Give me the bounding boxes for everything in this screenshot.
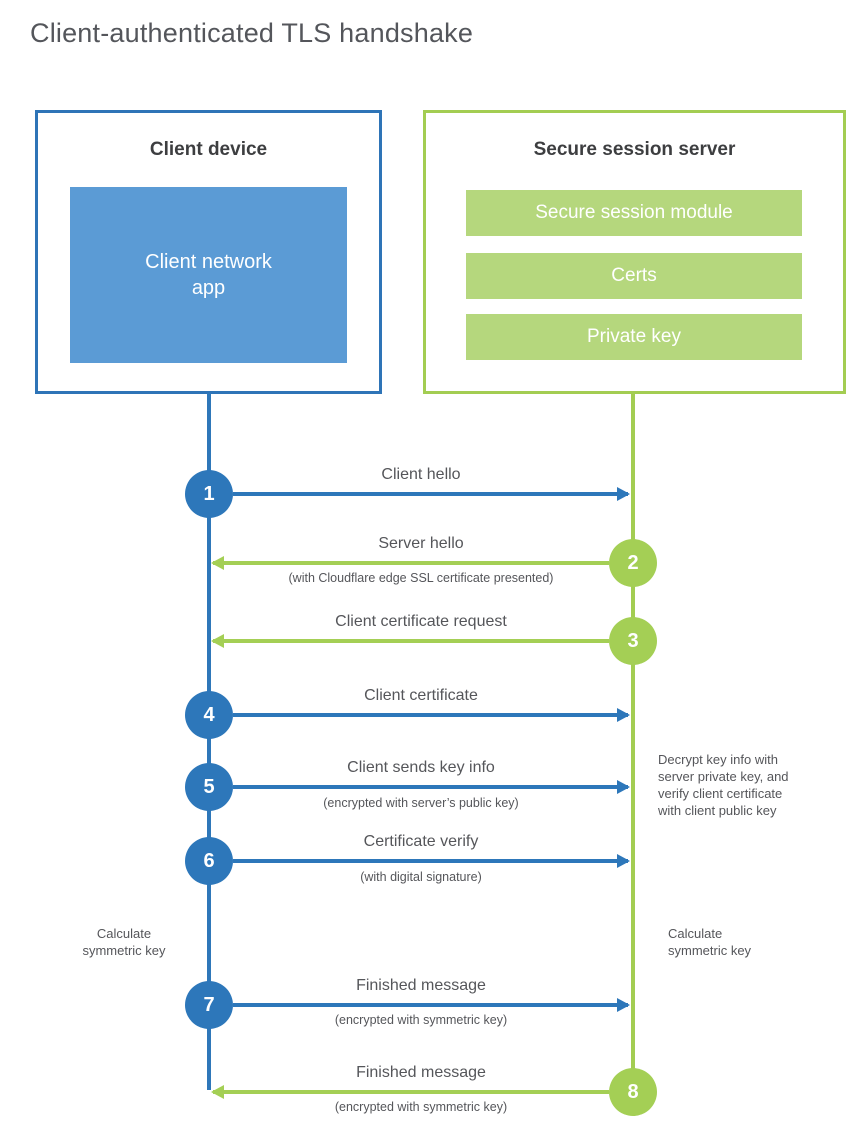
server-module-certs: Certs — [466, 253, 802, 299]
step-3-arrow — [211, 634, 609, 648]
step-2-label: Server hello — [378, 535, 464, 552]
client-device-title: Client device — [149, 139, 268, 160]
server-module-secure-session: Secure session module — [466, 190, 802, 236]
arrow-head-icon — [211, 556, 224, 570]
step-8-label: Finished message — [356, 1064, 486, 1081]
client-lifeline — [207, 393, 211, 1090]
step-5-sublabel: (encrypted with server’s public key) — [323, 796, 519, 810]
step-3-badge: 3 — [609, 617, 657, 665]
client-network-app-box: Client network app — [70, 187, 347, 363]
arrow-head-icon — [617, 998, 630, 1012]
step-7-badge: 7 — [185, 981, 233, 1029]
arrow-head-icon — [617, 780, 630, 794]
step-4-arrow — [233, 708, 630, 722]
step-1-badge: 1 — [185, 470, 233, 518]
step-5-arrow — [233, 780, 630, 794]
step-5-label: Client sends key info — [347, 759, 495, 776]
secure-session-server-title: Secure session server — [533, 139, 736, 160]
step-2-arrow — [211, 556, 609, 570]
step-7-arrow — [233, 998, 630, 1012]
step-8-badge: 8 — [609, 1068, 657, 1116]
step-1-arrow — [233, 487, 630, 501]
server-module-private-key: Private key — [466, 314, 802, 360]
step-6-label: Certificate verify — [363, 833, 479, 850]
page-title: Client-authenticated TLS handshake — [30, 18, 474, 48]
step-4-badge: 4 — [185, 691, 233, 739]
client-calculate-symmetric-key-note: Calculate symmetric key — [82, 926, 166, 958]
arrow-head-icon — [617, 708, 630, 722]
step-6-arrow — [233, 854, 630, 868]
server-decrypt-note: Decrypt key info with server private key… — [658, 752, 789, 818]
arrow-head-icon — [617, 487, 630, 501]
arrow-head-icon — [211, 634, 224, 648]
step-8-sublabel: (encrypted with symmetric key) — [334, 1100, 508, 1114]
server-calculate-symmetric-key-note: Calculate symmetric key — [668, 926, 752, 958]
server-lifeline — [631, 393, 635, 1092]
secure-session-server-box: Secure session server Secure session mod… — [423, 110, 846, 394]
step-2-sublabel: (with Cloudflare edge SSL certificate pr… — [288, 571, 554, 585]
step-8-arrow — [211, 1085, 609, 1099]
step-7-label: Finished message — [356, 977, 486, 994]
step-4-label: Client certificate — [364, 687, 478, 704]
step-7-sublabel: (encrypted with symmetric key) — [334, 1013, 508, 1027]
arrow-head-icon — [617, 854, 630, 868]
step-2-badge: 2 — [609, 539, 657, 587]
step-1-label: Client hello — [381, 466, 461, 483]
client-device-box: Client device Client network app — [35, 110, 382, 394]
step-6-sublabel: (with digital signature) — [360, 870, 482, 884]
arrow-head-icon — [211, 1085, 224, 1099]
step-3-label: Client certificate request — [335, 613, 507, 630]
step-5-badge: 5 — [185, 763, 233, 811]
step-6-badge: 6 — [185, 837, 233, 885]
